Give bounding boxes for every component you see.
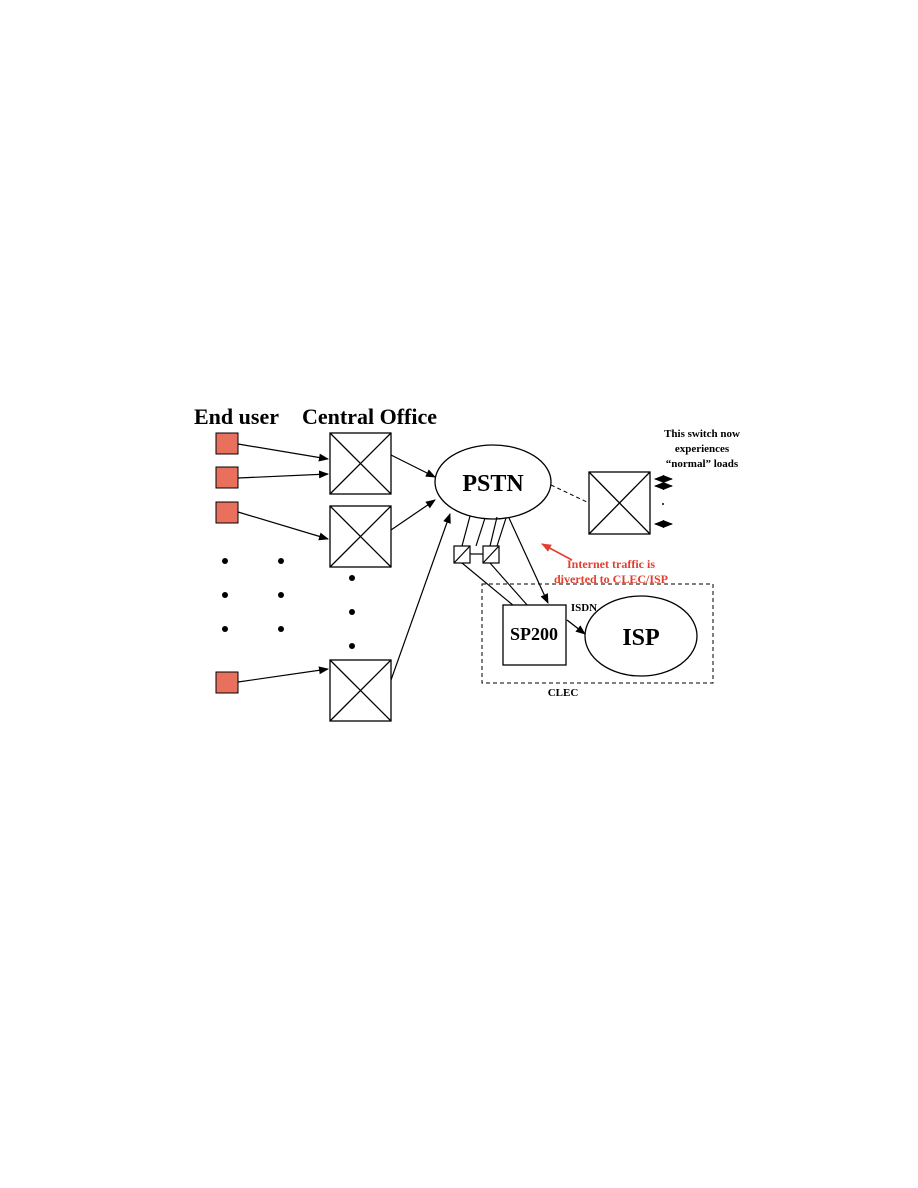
switch-trunk-arrows — [654, 475, 673, 528]
traffic-note-line-2: diverted to CLEC/ISP — [554, 572, 668, 586]
central-office-switch-2 — [329, 505, 392, 568]
pstn-cloud — [434, 444, 552, 520]
end-user-node-1 — [215, 432, 239, 455]
clec-boundary — [481, 583, 714, 684]
end-user-node-2 — [215, 466, 239, 489]
isp-node — [584, 595, 698, 677]
trunk-box-2 — [482, 545, 500, 564]
pstn-to-switch-link — [550, 484, 590, 504]
normal-load-switch — [588, 471, 651, 535]
switch-note-line-2: experiences — [675, 443, 730, 455]
end-user-links — [237, 443, 329, 683]
isdn-label: ISDN — [571, 602, 597, 614]
pstn-label: PSTN — [462, 471, 524, 497]
end-user-node-4 — [215, 671, 239, 694]
central-office-header: Central Office — [302, 404, 437, 429]
central-office-switch-1 — [329, 432, 392, 495]
traffic-note-arrow — [541, 543, 573, 561]
sp200-box — [502, 604, 567, 666]
switch-note-line-1: This switch now — [664, 428, 740, 440]
co-to-pstn-links — [390, 454, 451, 681]
trunk-box-1 — [453, 545, 471, 564]
traffic-note-line-1: Internet traffic is — [567, 557, 655, 571]
pstn-to-clec-links — [461, 515, 549, 607]
clec-label: CLEC — [548, 687, 579, 699]
sp200-label: SP200 — [510, 624, 558, 644]
isdn-link — [566, 619, 586, 635]
end-user-ellipsis — [222, 558, 284, 632]
trunk-ellipsis — [662, 503, 664, 505]
isp-label: ISP — [622, 625, 659, 651]
switch-note-line-3: “normal” loads — [666, 458, 739, 470]
central-office-ellipsis — [349, 575, 355, 649]
central-office-switch-3 — [329, 659, 392, 722]
end-user-node-3 — [215, 501, 239, 524]
end-user-header: End user — [194, 404, 279, 429]
